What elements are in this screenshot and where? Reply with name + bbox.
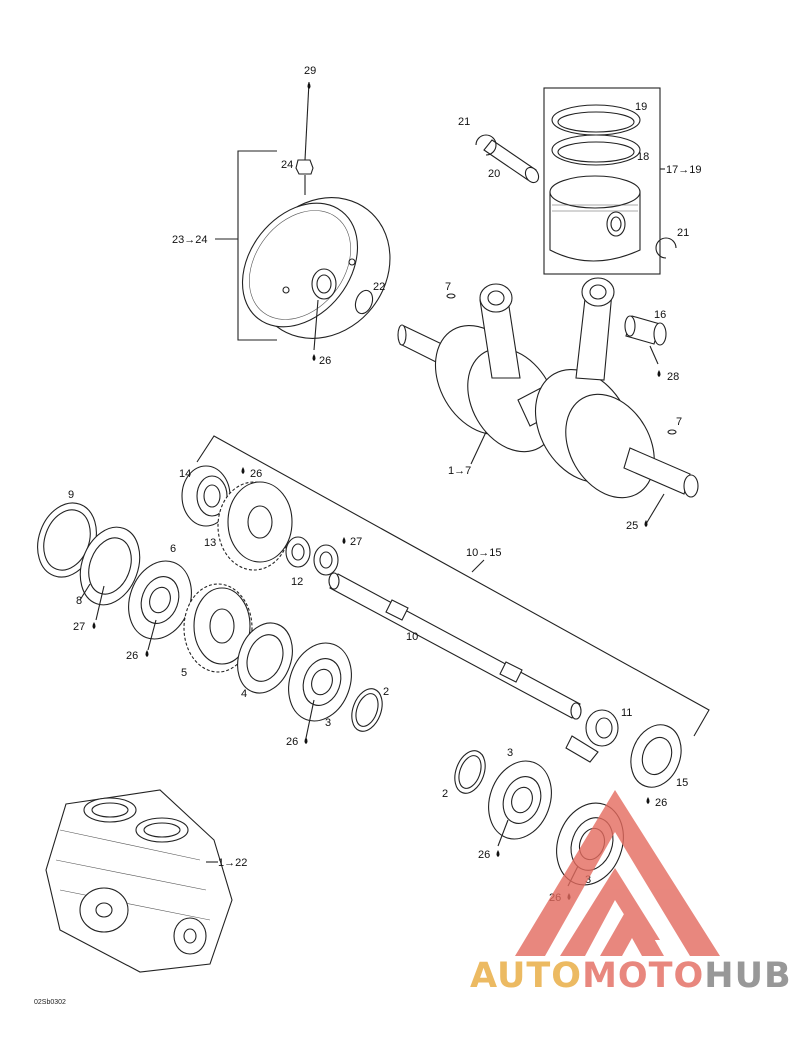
callout-21: 21 xyxy=(458,116,470,128)
callout-3: 3 xyxy=(585,874,591,886)
oil-drop-icon xyxy=(646,797,650,804)
callout-7: 7 xyxy=(445,281,451,293)
callout-12: 12 xyxy=(291,576,303,588)
callout-7: 7 xyxy=(676,416,682,428)
callout-2: 2 xyxy=(383,686,389,698)
callout-26: 26 xyxy=(286,736,298,748)
callout-20: 20 xyxy=(488,168,500,180)
callout-29: 29 xyxy=(304,65,316,77)
callout-16: 16 xyxy=(654,309,666,321)
callout-21: 21 xyxy=(677,227,689,239)
oil-drop-icon xyxy=(342,537,346,544)
callout-26: 26 xyxy=(126,650,138,662)
callout-18: 18 xyxy=(637,151,649,163)
piston-group xyxy=(475,87,677,275)
callout-24: 24 xyxy=(281,159,293,171)
callout-5: 5 xyxy=(181,667,187,679)
callout-2: 2 xyxy=(442,788,448,800)
callout-22: 22 xyxy=(373,281,385,293)
callout-13: 13 xyxy=(204,537,216,549)
watermark-text: AUTOMOTOHUB xyxy=(470,956,792,996)
engine-block xyxy=(45,789,233,973)
watermark-text-moto: MOTO xyxy=(582,956,704,996)
callouts: 29 24 23→24 22 26 21 20 19 18 17→19 21 7… xyxy=(68,65,701,904)
callout-1-7: 1→7 xyxy=(448,465,471,477)
callout-9: 9 xyxy=(68,489,74,501)
oil-drop-icon xyxy=(304,737,308,744)
callout-27: 27 xyxy=(73,621,85,633)
callout-27: 27 xyxy=(350,536,362,548)
oil-drop-icon xyxy=(496,850,500,857)
oil-drop-icon xyxy=(657,370,661,377)
watermark-logo-icon xyxy=(515,790,720,956)
callout-23-24: 23→24 xyxy=(172,234,207,246)
callout-26: 26 xyxy=(655,797,667,809)
callout-11: 11 xyxy=(621,707,632,719)
crankshaft-group xyxy=(397,277,699,525)
callout-10-15: 10→15 xyxy=(466,547,501,559)
oil-drop-icon xyxy=(145,650,149,657)
callout-3: 3 xyxy=(325,717,331,729)
right-lower-parts xyxy=(454,724,682,887)
callout-6: 6 xyxy=(170,543,176,555)
oil-drop-icon xyxy=(307,82,311,89)
watermark: AUTOMOTOHUB xyxy=(470,790,792,996)
watermark-text-hub: HUB xyxy=(704,956,791,996)
callout-26: 26 xyxy=(478,849,490,861)
callout-8: 8 xyxy=(76,595,82,607)
callout-25: 25 xyxy=(626,520,638,532)
callout-14: 14 xyxy=(179,468,191,480)
callout-19: 19 xyxy=(635,101,647,113)
callout-28: 28 xyxy=(667,371,679,383)
callout-4: 4 xyxy=(241,688,247,700)
callout-1-22: 1→22 xyxy=(218,857,247,869)
shaft-10 xyxy=(328,572,619,763)
callout-15: 15 xyxy=(676,777,688,789)
watermark-text-auto: AUTO xyxy=(470,956,582,996)
left-parts xyxy=(37,465,383,739)
shaft-bracket xyxy=(196,435,710,737)
flywheel-group xyxy=(215,81,391,351)
callout-10: 10 xyxy=(406,631,418,643)
oil-drop-icon xyxy=(312,354,316,361)
callout-26: 26 xyxy=(319,355,331,367)
diagram-code: 02Sb0302 xyxy=(34,999,66,1006)
callout-26: 26 xyxy=(250,468,262,480)
oil-drop-icon xyxy=(241,467,245,474)
oil-drop-icon xyxy=(644,520,648,527)
oil-drop-icon xyxy=(92,622,96,629)
callout-3: 3 xyxy=(507,747,513,759)
callout-17-19: 17→19 xyxy=(666,164,701,176)
